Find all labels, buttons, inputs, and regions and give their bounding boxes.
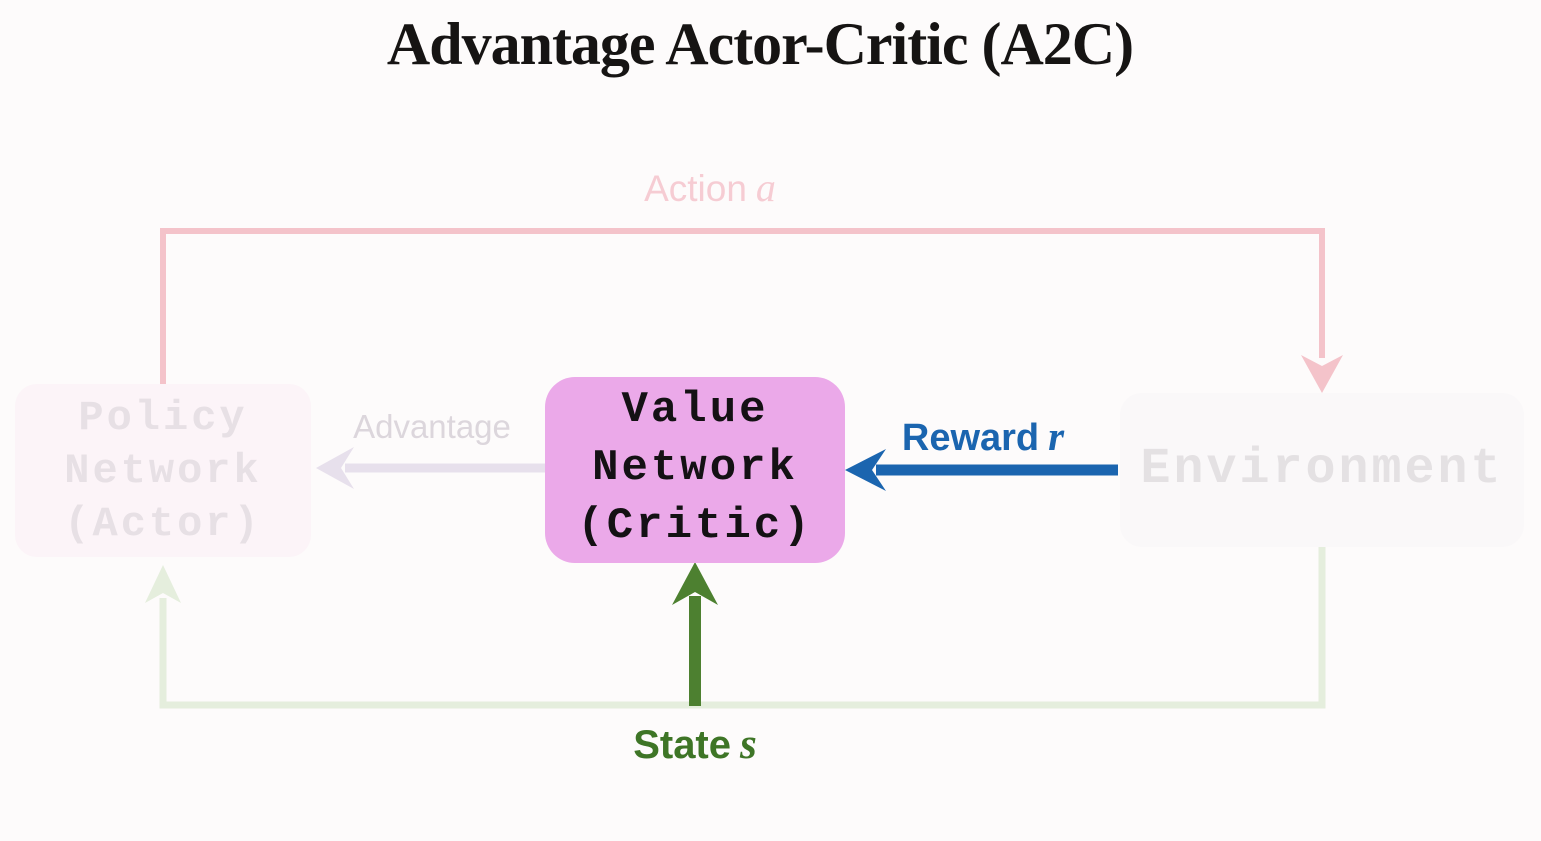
action-arrow: [160, 228, 1343, 393]
value-box-line-1: Value: [621, 385, 769, 435]
reward-variable: r: [1048, 413, 1065, 459]
reward-arrow: [845, 449, 1118, 491]
state-arrowhead-up-icon: [672, 562, 718, 605]
state-loop-arrow: [145, 547, 1326, 709]
action-arrowhead-down-icon: [1301, 355, 1343, 393]
action-label-text: Action: [644, 168, 747, 209]
state-arrow: [672, 562, 718, 706]
policy-box-line-1: Policy: [78, 394, 248, 442]
advantage-arrowhead-left-icon: [316, 447, 354, 489]
state-label-text: State: [633, 723, 731, 767]
advantage-arrow: [316, 447, 546, 489]
action-variable: a: [755, 165, 776, 210]
value-network-box: Value Network (Critic): [545, 377, 845, 563]
page-title: Advantage Actor-Critic (A2C): [386, 11, 1134, 77]
advantage-label: Advantage: [332, 408, 532, 446]
state-loop-arrowhead-up-icon: [145, 565, 181, 603]
policy-network-box: Policy Network (Actor): [15, 384, 311, 557]
environment-box-label: Environment: [1140, 441, 1504, 498]
state-variable: s: [740, 721, 757, 768]
action-arrow-path: [160, 228, 1325, 384]
value-box-line-2: Network: [592, 443, 798, 493]
policy-box-line-3: (Actor): [64, 500, 262, 548]
advantage-label-text: Advantage: [353, 408, 511, 445]
state-loop-path: [159, 547, 1326, 709]
reward-label-text: Reward: [901, 417, 1040, 459]
value-box-line-3: (Critic): [577, 501, 813, 551]
environment-box: Environment: [1120, 393, 1524, 547]
reward-arrowhead-left-icon: [845, 449, 886, 491]
policy-box-line-2: Network: [64, 447, 262, 495]
